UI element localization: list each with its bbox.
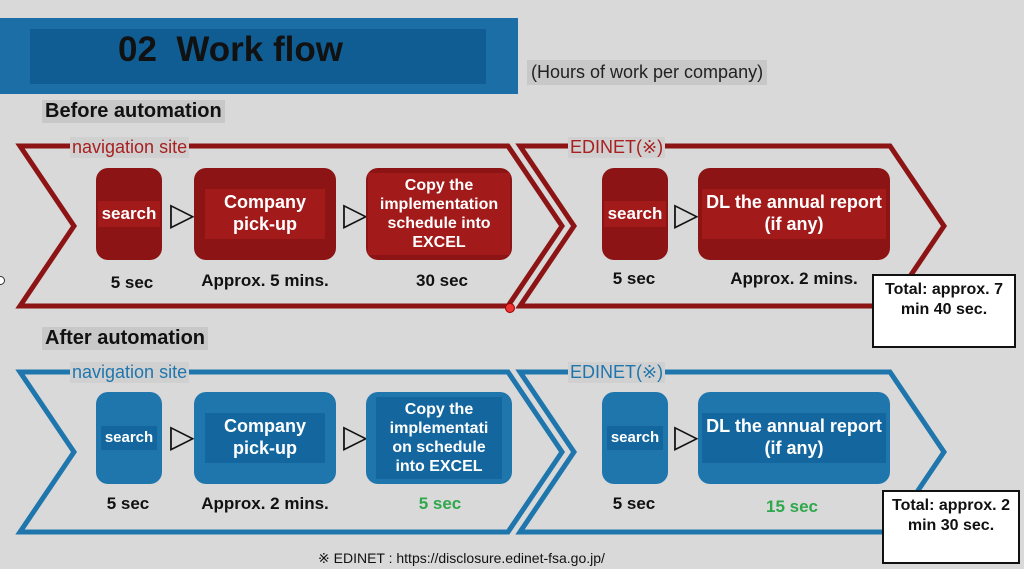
title-inner-panel <box>30 29 486 84</box>
after-edinet-search-time: 5 sec <box>612 494 656 513</box>
after-search-step: search <box>96 392 162 484</box>
before-dl-report-step: DL the annual report (if any) <box>698 168 890 260</box>
step-label: Copy the implementati on schedule into E… <box>376 396 502 480</box>
after-dl-report-step: DL the annual report (if any) <box>698 392 890 484</box>
before-search-time: 5 sec <box>110 273 154 292</box>
before-edinet-search-step: search <box>602 168 668 260</box>
before-total-box: Total: approx. 7 min 40 sec. <box>872 274 1016 348</box>
before-automation-label: Before automation <box>42 100 225 123</box>
chevron-right-icon: ▷ <box>674 196 699 232</box>
step-label: search <box>100 426 158 450</box>
after-automation-label: After automation <box>42 327 208 350</box>
chevron-right-icon: ▷ <box>343 418 368 454</box>
before-copy-schedule-step: Copy the implementation schedule into EX… <box>366 168 512 260</box>
after-nav-site-label: navigation site <box>70 362 190 383</box>
step-label: Company pick-up <box>205 189 325 239</box>
after-edinet-label: EDINET(※) <box>568 362 666 383</box>
after-total-box: Total: approx. 2 min 30 sec. <box>882 490 1020 564</box>
step-label: search <box>97 200 161 228</box>
page-subtitle: (Hours of work per company) <box>527 60 768 85</box>
chevron-right-icon: ▷ <box>170 196 195 232</box>
after-copy-time: 5 sec <box>418 494 462 513</box>
step-label: DL the annual report (if any) <box>702 413 886 463</box>
step-label: search <box>606 426 664 450</box>
before-company-pickup-step: Company pick-up <box>194 168 336 260</box>
after-pickup-time: Approx. 2 mins. <box>201 494 329 513</box>
step-label: DL the annual report (if any) <box>702 189 886 239</box>
chevron-right-icon: ▷ <box>674 418 699 454</box>
page-title: 02 Work flow <box>118 30 343 69</box>
edinet-footnote: ※ EDINET : https://disclosure.edinet-fsa… <box>318 550 605 566</box>
chevron-right-icon: ▷ <box>343 196 368 232</box>
chevron-right-icon: ▷ <box>170 418 195 454</box>
step-label: Copy the implementation schedule into EX… <box>368 172 510 256</box>
step-label: search <box>603 200 667 228</box>
before-dl-time: Approx. 2 mins. <box>730 269 858 288</box>
resize-handle[interactable] <box>0 276 5 285</box>
before-pickup-time: Approx. 5 mins. <box>201 271 329 290</box>
before-search-step: search <box>96 168 162 260</box>
before-nav-site-label: navigation site <box>70 137 190 158</box>
after-nav-chevron <box>15 369 566 535</box>
after-company-pickup-step: Company pick-up <box>194 392 336 484</box>
after-search-time: 5 sec <box>106 494 150 513</box>
after-dl-time: 15 sec <box>766 497 818 516</box>
before-copy-time: 30 sec <box>416 271 468 290</box>
step-label: Company pick-up <box>205 413 325 463</box>
after-edinet-search-step: search <box>602 392 668 484</box>
after-copy-schedule-step: Copy the implementati on schedule into E… <box>366 392 512 484</box>
before-edinet-label: EDINET(※) <box>568 137 666 158</box>
before-edinet-search-time: 5 sec <box>612 269 656 288</box>
pointer-dot-icon <box>505 303 515 313</box>
